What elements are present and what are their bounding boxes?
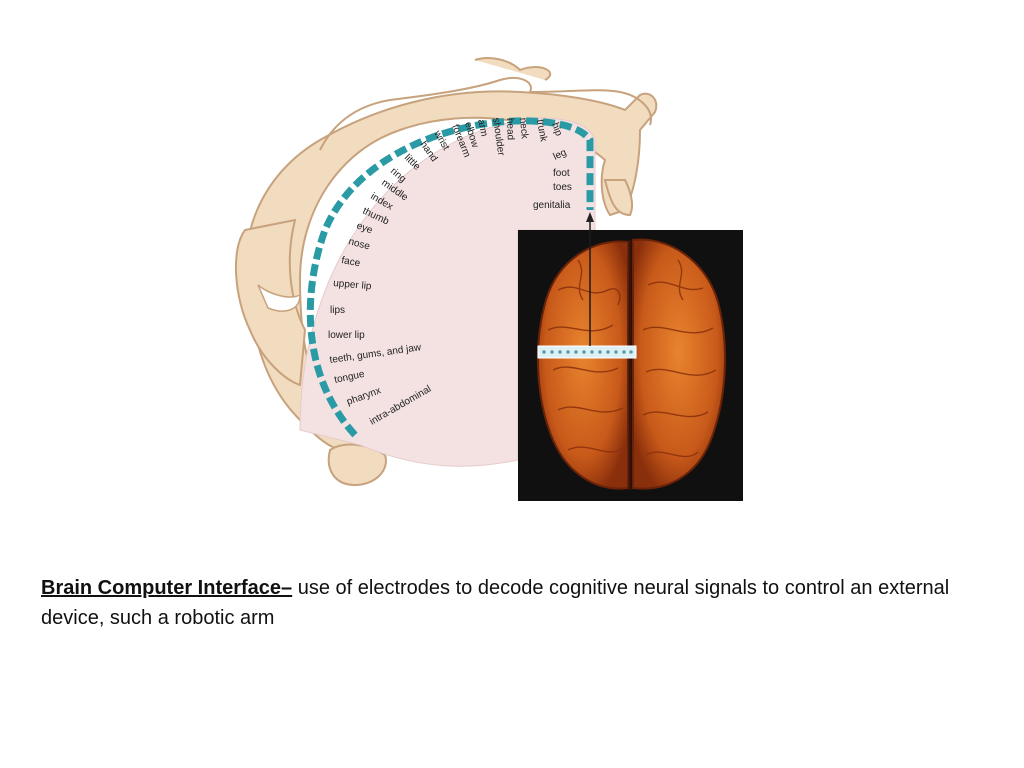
label-neck: neck xyxy=(517,117,530,140)
caption-text: use of electrodes to decode cognitive ne… xyxy=(41,577,950,629)
label-lips: lips xyxy=(330,305,345,316)
label-lower-lip: lower lip xyxy=(328,330,365,341)
cortex-section xyxy=(299,117,596,467)
label-hip: hip xyxy=(549,121,564,138)
gyri xyxy=(547,259,717,458)
label-genitalia: genitalia xyxy=(533,200,571,211)
label-leg: leg xyxy=(552,147,569,163)
label-arm: arm xyxy=(475,118,489,137)
label-face: face xyxy=(340,255,361,269)
electrode-dots xyxy=(542,350,633,354)
label-upper-lip: upper lip xyxy=(333,278,373,292)
caption-term: Brain Computer Interface– xyxy=(41,577,293,599)
right-hemisphere xyxy=(632,238,726,490)
label-foot: foot xyxy=(553,168,570,179)
electrode-strip xyxy=(306,117,594,438)
left-hemisphere xyxy=(536,240,629,490)
electrode-grid xyxy=(537,345,637,359)
caption: Brain Computer Interface– use of electro… xyxy=(41,573,981,633)
label-shoulder: shoulder xyxy=(490,117,506,157)
label-toes: toes xyxy=(553,182,572,193)
brain-photo xyxy=(518,230,743,501)
label-trunk: trunk xyxy=(534,119,549,144)
label-head: head xyxy=(504,118,516,141)
label-eye: eye xyxy=(355,220,374,236)
pointer-arrowhead xyxy=(586,212,594,222)
